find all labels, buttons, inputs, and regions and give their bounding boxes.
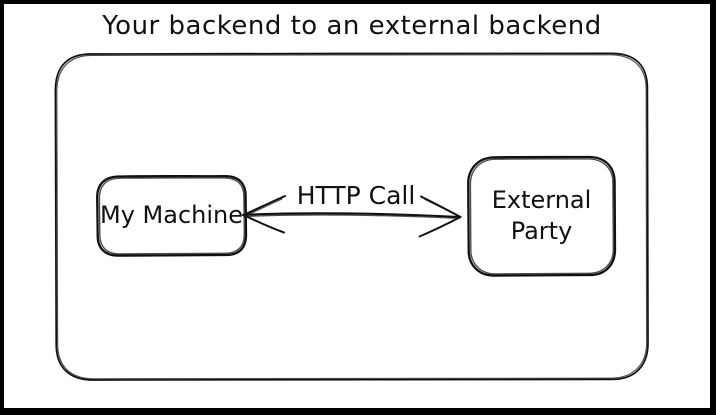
my-machine-label-text: My Machine [99, 201, 243, 230]
my-machine-node-box [96, 175, 248, 257]
outer-container-box [54, 52, 649, 381]
external-party-node-box [467, 155, 617, 277]
diagram-canvas [4, 4, 710, 408]
external-party-node-label: External Party [468, 157, 615, 275]
external-party-label-text: External Party [491, 185, 592, 245]
my-machine-node-label: My Machine [97, 176, 246, 256]
page-title: Your backend to an external backend [102, 11, 602, 41]
http-call-edge-label: HTTP Call [296, 181, 416, 210]
http-call-arrow [241, 195, 462, 238]
